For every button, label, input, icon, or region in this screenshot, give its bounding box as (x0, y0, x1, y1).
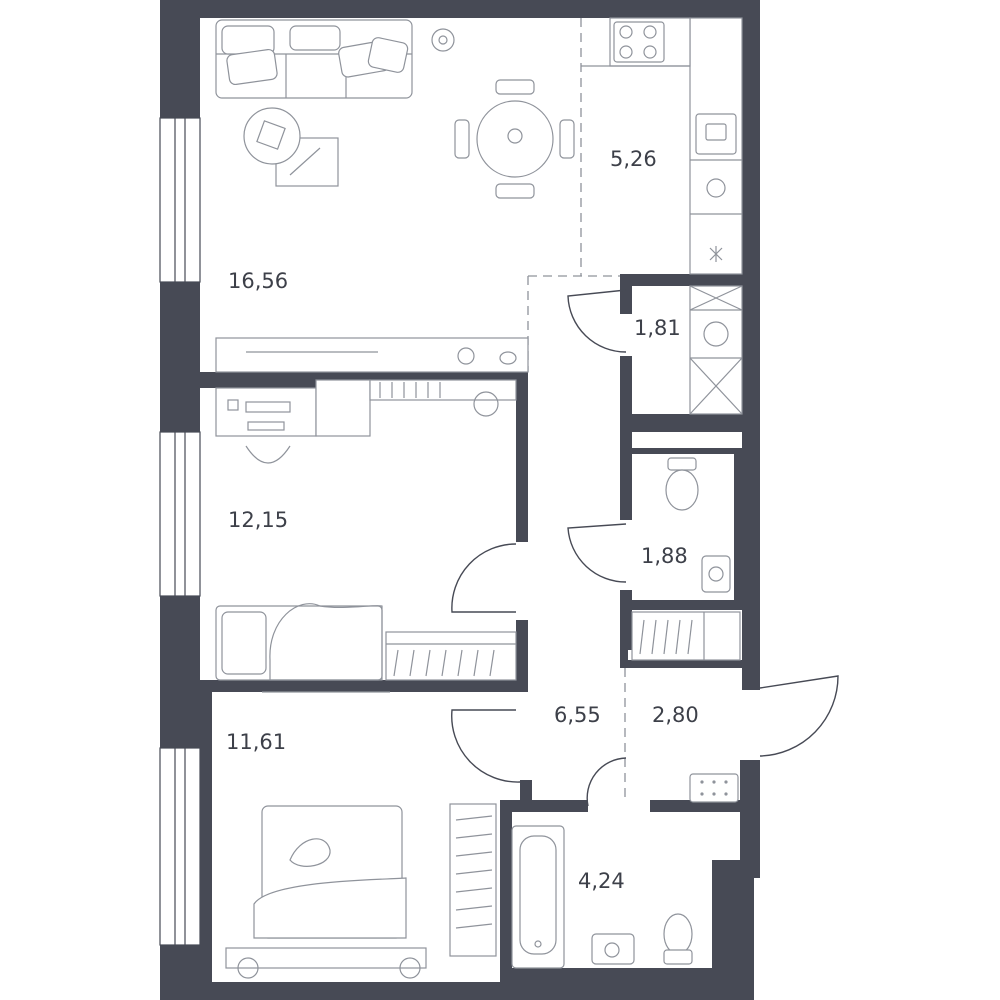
area-toilet: 1,88 (641, 544, 688, 568)
window-living (159, 117, 201, 283)
sofa (215, 19, 413, 99)
coffee-table (243, 107, 339, 187)
tv-stand (215, 337, 529, 373)
outer-walls (160, 0, 760, 1000)
bed-2 (225, 805, 427, 979)
kitchen-counter (581, 17, 743, 275)
dining-table (454, 79, 575, 199)
desk (215, 387, 317, 464)
bathroom-toilet (663, 913, 693, 965)
area-storage: 1,81 (634, 316, 681, 340)
window-bedroom-2 (159, 747, 201, 946)
area-bedroom-1: 12,15 (228, 508, 288, 532)
area-entrance: 2,80 (652, 703, 699, 727)
area-hallway: 6,55 (554, 703, 601, 727)
bed-1 (215, 603, 383, 681)
area-kitchen-zone: 5,26 (610, 147, 657, 171)
bathroom-sink (591, 933, 635, 965)
shoe-bench (689, 773, 739, 803)
area-living-kitchen: 16,56 (228, 269, 288, 293)
door-bedroom-2[interactable] (451, 709, 521, 783)
windows (159, 117, 201, 946)
wardrobe-3 (449, 803, 497, 957)
door-storage[interactable] (567, 289, 627, 353)
floor-lamp (431, 28, 455, 52)
door-bathroom[interactable] (586, 757, 627, 807)
bathtub (511, 825, 565, 969)
entrance-closet (631, 611, 741, 661)
door-toilet[interactable] (567, 523, 627, 583)
window-bedroom-1 (159, 431, 201, 597)
door-entrance[interactable] (759, 675, 839, 757)
wardrobe-2 (385, 631, 517, 681)
storage-shelves (689, 285, 743, 415)
wardrobe-1 (315, 379, 517, 437)
area-bedroom-2: 11,61 (226, 730, 286, 754)
area-labels: 16,56 5,26 1,81 12,15 1,88 6,55 2,80 11,… (226, 147, 699, 893)
toilet-fixtures (665, 457, 731, 593)
door-bedroom-1[interactable] (451, 543, 517, 613)
area-bathroom: 4,24 (578, 869, 625, 893)
